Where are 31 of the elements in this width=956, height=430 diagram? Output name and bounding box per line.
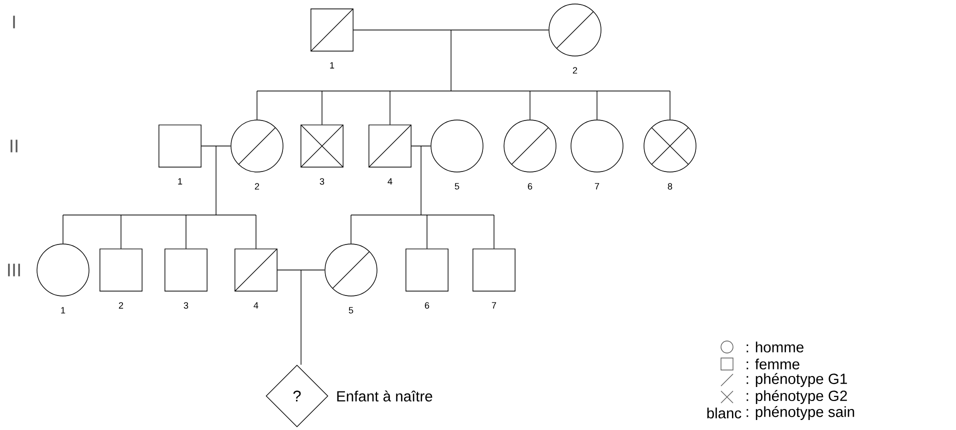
- descent-line: [256, 30, 670, 125]
- individual-number: 7: [492, 302, 496, 308]
- legend-text: : phénotype G2: [746, 390, 847, 404]
- individual-number: 7: [594, 183, 600, 190]
- individual-number: 2: [118, 302, 124, 309]
- individual-number: 5: [348, 307, 354, 314]
- generation-label: III: [8, 264, 20, 276]
- legend-text: : phénotype sain: [746, 406, 854, 420]
- individual-number: 2: [572, 67, 578, 74]
- individual-number: 6: [528, 183, 532, 190]
- descent-line: [350, 146, 494, 249]
- caption-text: Enfant à naître: [337, 390, 432, 402]
- descent-line: [277, 270, 325, 366]
- individual-number: 2: [254, 183, 260, 190]
- individual-number: 1: [61, 307, 66, 314]
- descent-line: [62, 146, 256, 249]
- individual-number: 6: [424, 302, 430, 309]
- legend-text: : phénotype G1: [746, 373, 847, 387]
- individual-number: 1: [178, 178, 182, 184]
- legend-text: : homme: [746, 342, 804, 352]
- legend-symbol: blanc: [707, 408, 742, 418]
- individual-number: 1: [330, 62, 334, 68]
- individual-number: 4: [388, 178, 392, 184]
- legend-text: : femme: [746, 358, 800, 370]
- individual-number: 5: [454, 183, 460, 190]
- individual-number: 8: [668, 183, 672, 190]
- individual-number: 3: [184, 302, 188, 309]
- individual-number: 4: [254, 302, 258, 308]
- generation-label: II: [10, 140, 18, 152]
- generation-label: I: [13, 16, 15, 28]
- individual-number: 3: [320, 178, 324, 185]
